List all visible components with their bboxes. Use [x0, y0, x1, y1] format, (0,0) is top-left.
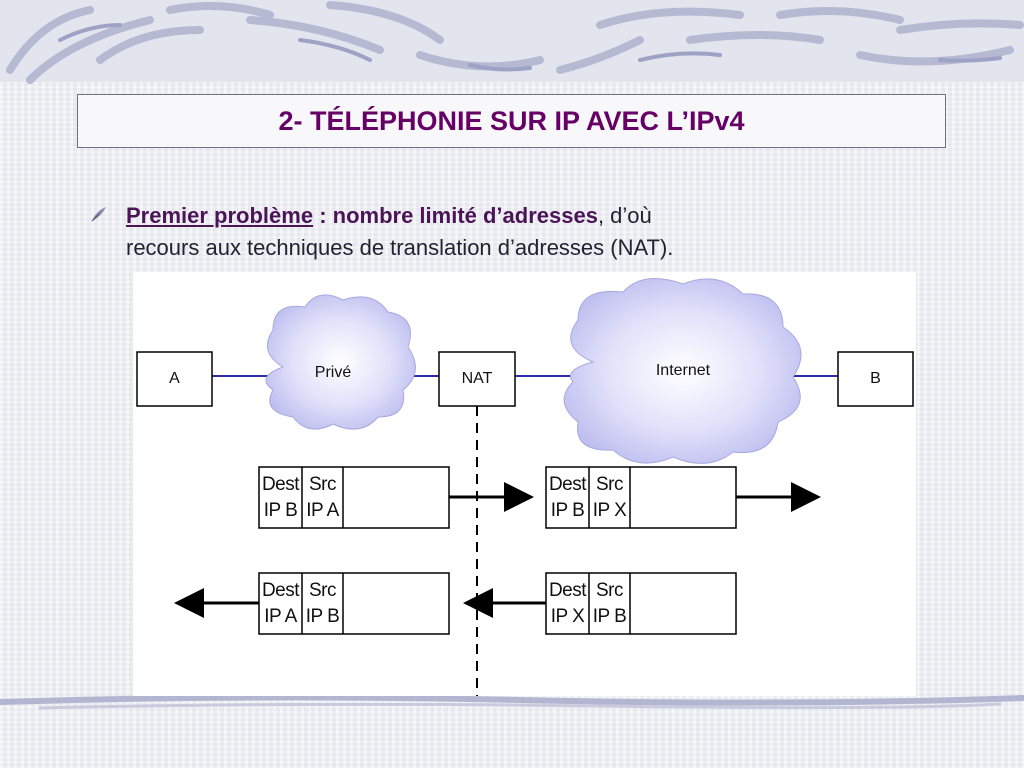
decorative-top-band [0, 0, 1024, 84]
internet-cloud-shape [563, 278, 802, 464]
node-a-box [136, 351, 213, 407]
bullet-bold-rest: : nombre limité d’adresses [313, 203, 598, 228]
packet-in-right-src-label: Src [596, 580, 624, 601]
packet-in-right-dest-label: Dest [548, 580, 587, 601]
packet-out-right-dest-value: IP B [550, 500, 585, 521]
packet-out-right-src-value: IP X [592, 500, 627, 521]
packet-out-left-src-value: IP A [306, 500, 339, 521]
cloud-internet-label: Internet [655, 362, 711, 379]
packet-in-left-src-value: IP B [305, 606, 340, 627]
slide-title-box: 2- TÉLÉPHONIE SUR IP AVEC L’IPv4 [77, 94, 946, 148]
packet-out-left-box [258, 466, 450, 529]
bullet-plain-line1: , d’où [597, 203, 652, 228]
packet-out-right-box [545, 466, 737, 529]
slide-title: 2- TÉLÉPHONIE SUR IP AVEC L’IPv4 [278, 105, 745, 136]
packet-out-left-dest-label: Dest [261, 474, 300, 495]
packet-out-right-dest-label: Dest [548, 474, 587, 495]
nat-diagram-graphics [136, 278, 914, 696]
packet-in-right-src-value: IP B [592, 606, 627, 627]
packet-in-left-dest-label: Dest [261, 580, 300, 601]
node-b-box [837, 351, 914, 407]
packet-in-left-dest-value: IP A [264, 606, 297, 627]
node-nat-label: NAT [461, 370, 493, 387]
cloud-private-label: Privé [314, 364, 352, 381]
quill-bullet-icon [91, 207, 106, 222]
bullet-text: Premier problème : nombre limité d’adres… [126, 200, 906, 264]
node-a-label: A [169, 370, 180, 387]
packet-in-left-src-label: Src [309, 580, 337, 601]
private-cloud-shape [265, 294, 416, 430]
packet-out-left-dest-value: IP B [263, 500, 298, 521]
node-b-label: B [870, 370, 881, 387]
decorative-bottom-band [0, 694, 1024, 710]
packet-in-left-box [258, 572, 450, 635]
packet-out-left-src-label: Src [309, 474, 337, 495]
packet-out-right-src-label: Src [596, 474, 624, 495]
bullet-lead: Premier problème [126, 203, 314, 228]
node-nat-box [438, 351, 516, 407]
nat-diagram: A NAT B Privé Internet Dest IP B Src IP … [133, 272, 916, 696]
packet-in-right-dest-value: IP X [550, 606, 585, 627]
bullet-plain-line2: recours aux techniques de translation d’… [126, 235, 674, 260]
